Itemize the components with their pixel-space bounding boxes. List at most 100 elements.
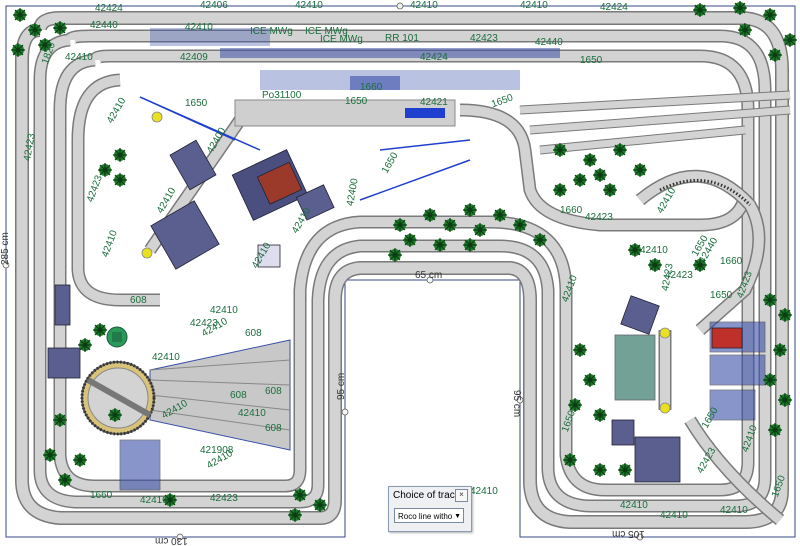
tree-icon bbox=[692, 2, 708, 18]
track-label: 42423 bbox=[585, 212, 613, 223]
track-label: 1650 bbox=[710, 290, 733, 301]
track-label: ICE MWg bbox=[305, 26, 348, 37]
tree-icon bbox=[647, 257, 663, 273]
dimension-markers bbox=[2, 2, 644, 541]
tree-icon bbox=[402, 232, 418, 248]
track-label: 42410 bbox=[520, 0, 548, 11]
track-label: 42424 bbox=[600, 2, 628, 13]
track-label: 42410 bbox=[185, 22, 213, 33]
tree-icon bbox=[602, 182, 618, 198]
tree-icon bbox=[762, 372, 778, 388]
track-label: 42423 bbox=[210, 493, 238, 504]
tree-icon bbox=[612, 142, 628, 158]
track-label: 42423 bbox=[470, 33, 498, 44]
tree-icon bbox=[632, 162, 648, 178]
tree-icon bbox=[52, 412, 68, 428]
tree-icon bbox=[112, 172, 128, 188]
tree-icon bbox=[762, 292, 778, 308]
tree-icon bbox=[762, 7, 778, 23]
track-label: 42410 bbox=[65, 52, 93, 63]
turntable-icon[interactable] bbox=[80, 360, 156, 436]
engine-shed bbox=[149, 339, 291, 451]
track-label: 608 bbox=[265, 423, 282, 434]
track-label: 42410 bbox=[295, 0, 323, 11]
track-label: 42421 bbox=[420, 97, 448, 108]
tree-icon bbox=[767, 422, 783, 438]
track-label: RR 101 bbox=[385, 33, 419, 44]
dimension-width-bottom-left: 130 cm bbox=[155, 535, 188, 546]
tree-icon bbox=[737, 22, 753, 38]
track-label: 42410 bbox=[720, 505, 748, 516]
tree-icon bbox=[10, 42, 26, 58]
tree-icon bbox=[772, 342, 788, 358]
outer-loop-track[interactable] bbox=[15, 10, 789, 529]
chevron-down-icon[interactable]: ▼ bbox=[454, 513, 461, 520]
tree-icon bbox=[107, 407, 123, 423]
track-label: 608 bbox=[230, 390, 247, 401]
tree-icon bbox=[462, 237, 478, 253]
tree-icon bbox=[462, 202, 478, 218]
tree-icon bbox=[732, 0, 748, 16]
track-label: 42410 bbox=[620, 500, 648, 511]
dimension-width-top: 65 cm bbox=[415, 270, 443, 281]
tree-icon bbox=[392, 217, 408, 233]
tree-icon bbox=[592, 167, 608, 183]
track-label: 42406 bbox=[200, 0, 228, 11]
tree-icon bbox=[27, 22, 43, 38]
tree-icon bbox=[77, 337, 93, 353]
tree-icon bbox=[552, 182, 568, 198]
tree-icon bbox=[287, 507, 303, 523]
tree-icon bbox=[777, 307, 793, 323]
track-label: 1660 bbox=[360, 82, 383, 93]
track-label: 1650 bbox=[345, 96, 368, 107]
tree-icon bbox=[492, 207, 508, 223]
tree-icon bbox=[552, 142, 568, 158]
track-label: 1650 bbox=[185, 98, 208, 109]
tree-icon bbox=[582, 372, 598, 388]
tree-icon bbox=[57, 472, 73, 488]
track-label: 42440 bbox=[535, 37, 563, 48]
track-label: 42423 bbox=[190, 318, 218, 329]
tree-icon bbox=[512, 217, 528, 233]
tree-icon bbox=[592, 462, 608, 478]
dimension-height-right: 95 cm bbox=[511, 390, 522, 418]
dimension-width-bottom-right: 105 cm bbox=[612, 528, 645, 539]
tree-icon bbox=[52, 20, 68, 36]
tree-icon bbox=[422, 207, 438, 223]
track-label: 608 bbox=[130, 295, 147, 306]
track-label: 42410 bbox=[140, 495, 168, 506]
tree-icon bbox=[12, 7, 28, 23]
tree-icon bbox=[532, 232, 548, 248]
track-label: 42410 bbox=[470, 486, 498, 497]
choice-of-track-popup[interactable]: Choice of track × Roco line witho ▼ bbox=[388, 486, 472, 532]
track-label: 42410 bbox=[210, 305, 238, 316]
tree-icon bbox=[312, 497, 328, 513]
tree-icon bbox=[432, 237, 448, 253]
tree-icon bbox=[782, 32, 798, 48]
close-icon[interactable]: × bbox=[455, 489, 468, 502]
water-tower bbox=[106, 326, 128, 348]
tree-icon bbox=[592, 407, 608, 423]
track-label: 42440 bbox=[90, 20, 118, 31]
inner-loop-track[interactable] bbox=[33, 29, 772, 513]
helix-track[interactable] bbox=[635, 169, 766, 335]
track-end-markers bbox=[141, 111, 671, 414]
track-label: 42423 bbox=[665, 270, 693, 281]
track-label: 1660 bbox=[720, 256, 743, 267]
track-system-select[interactable]: Roco line witho ▼ bbox=[394, 508, 464, 523]
siding-lines bbox=[139, 96, 471, 201]
track-label: 42409 bbox=[180, 52, 208, 63]
track-label: ICE MWg bbox=[320, 34, 363, 45]
track-label: 421908 bbox=[200, 445, 234, 456]
branch-loop-track[interactable] bbox=[71, 73, 791, 525]
tree-icon bbox=[387, 247, 403, 263]
track-system-selected: Roco line witho bbox=[398, 512, 453, 521]
track-label: 42410 bbox=[640, 245, 668, 256]
tree-icon bbox=[572, 342, 588, 358]
tree-icon bbox=[562, 452, 578, 468]
dimension-height-outer-left: 285 cm bbox=[0, 232, 11, 265]
tree-icon bbox=[582, 152, 598, 168]
track-label: ICE MWg bbox=[250, 26, 293, 37]
track-label: 608 bbox=[245, 328, 262, 339]
